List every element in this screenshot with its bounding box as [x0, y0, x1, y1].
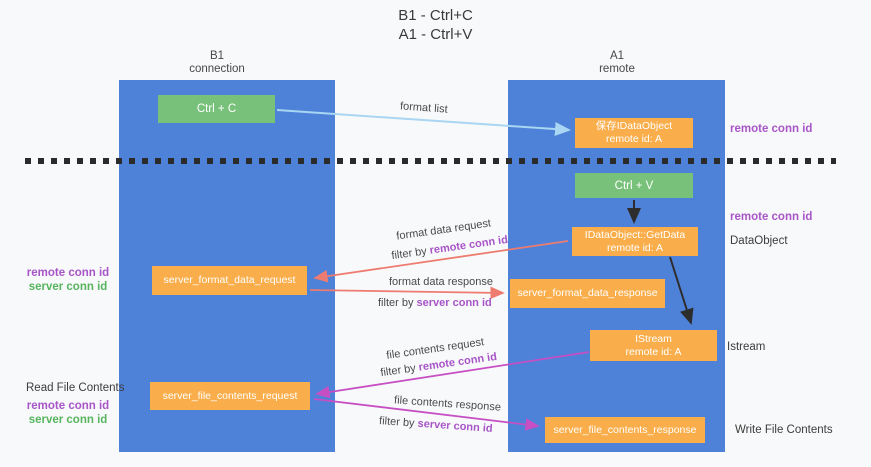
- diagram-title-line2: A1 - Ctrl+V: [398, 26, 473, 43]
- node-istream: IStream remote id: A: [590, 330, 717, 361]
- node-getdata-line1: IDataObject::GetData: [584, 228, 686, 241]
- edge-label-file-contents-response: file contents response: [393, 394, 502, 414]
- node-getdata-line2: remote id: A: [606, 241, 664, 254]
- node-idataobject-getdata: IDataObject::GetData remote id: A: [572, 227, 698, 256]
- edge-label-file-contents-response-filter: filter by server conn id: [379, 415, 493, 435]
- lifeline-b1-subtitle: connection: [189, 63, 245, 75]
- node-file-response-label: server_file_contents_response: [553, 423, 697, 436]
- edge-label-format-data-response-filter: filter by server conn id: [378, 297, 492, 309]
- node-server-format-data-request: server_format_data_request: [152, 266, 307, 295]
- node-format-request-label: server_format_data_request: [163, 274, 296, 286]
- annotation-dataobject: DataObject: [730, 235, 788, 247]
- edge-label-format-data-response: format data response: [389, 276, 493, 288]
- node-server-file-contents-response: server_file_contents_response: [545, 417, 705, 443]
- filter-prefix: filter by: [378, 415, 415, 430]
- node-file-request-label: server_file_contents_request: [162, 389, 298, 402]
- annotation-istream: Istream: [727, 341, 766, 353]
- filter-key-remote-conn-id: remote conn id: [428, 233, 509, 257]
- node-ctrl-v-label: Ctrl + V: [614, 179, 654, 192]
- node-server-file-contents-request: server_file_contents_request: [150, 382, 310, 410]
- annotation-write-file-contents: Write File Contents: [735, 424, 833, 436]
- annotation-remote-conn-id-left1: remote conn id: [26, 267, 110, 279]
- annotation-remote-conn-id-top: remote conn id: [730, 123, 813, 135]
- lifeline-header-b1: B1 connection: [157, 50, 277, 76]
- annotation-remote-conn-id-left2: remote conn id: [26, 400, 110, 412]
- annotation-server-conn-id-left1: server conn id: [28, 281, 108, 293]
- annotation-left-file-ids: remote conn id server conn id: [18, 399, 118, 427]
- lifeline-b1-name: B1: [209, 50, 225, 62]
- annotation-read-file-contents: Read File Contents: [26, 382, 125, 394]
- filter-prefix: filter by: [379, 362, 417, 380]
- filter-prefix: filter by: [390, 245, 428, 263]
- lifeline-a1-name: A1: [609, 50, 625, 62]
- node-ctrl-v: Ctrl + V: [575, 173, 693, 198]
- annotation-server-conn-id-left2: server conn id: [28, 414, 108, 426]
- lifeline-header-a1: A1 remote: [557, 50, 677, 76]
- node-istream-line2: remote id: A: [625, 345, 682, 358]
- node-save-dataobject-line2: remote id: A: [605, 133, 663, 145]
- annotation-remote-conn-id-mid: remote conn id: [730, 211, 813, 223]
- node-ctrl-c: Ctrl + C: [158, 95, 275, 123]
- filter-key-server-conn-id: server conn id: [416, 297, 492, 309]
- filter-prefix: filter by: [378, 297, 414, 309]
- node-save-dataobject-line1: 保存IDataObject: [595, 120, 673, 132]
- lifeline-a1-subtitle: remote: [599, 63, 635, 75]
- node-istream-line1: IStream: [635, 332, 672, 345]
- node-server-format-data-response: server_format_data_response: [510, 279, 665, 308]
- diagram-title-line1: B1 - Ctrl+C: [398, 7, 473, 24]
- node-format-response-label: server_format_data_response: [517, 287, 658, 299]
- node-ctrl-c-label: Ctrl + C: [196, 103, 237, 115]
- filter-key-server-conn-id: server conn id: [417, 417, 494, 435]
- node-save-dataobject: 保存IDataObject remote id: A: [575, 118, 693, 148]
- annotation-left-format-ids: remote conn id server conn id: [18, 266, 118, 294]
- arrow-format-data-response: [309, 286, 505, 300]
- edge-label-format-list: format list: [399, 100, 449, 116]
